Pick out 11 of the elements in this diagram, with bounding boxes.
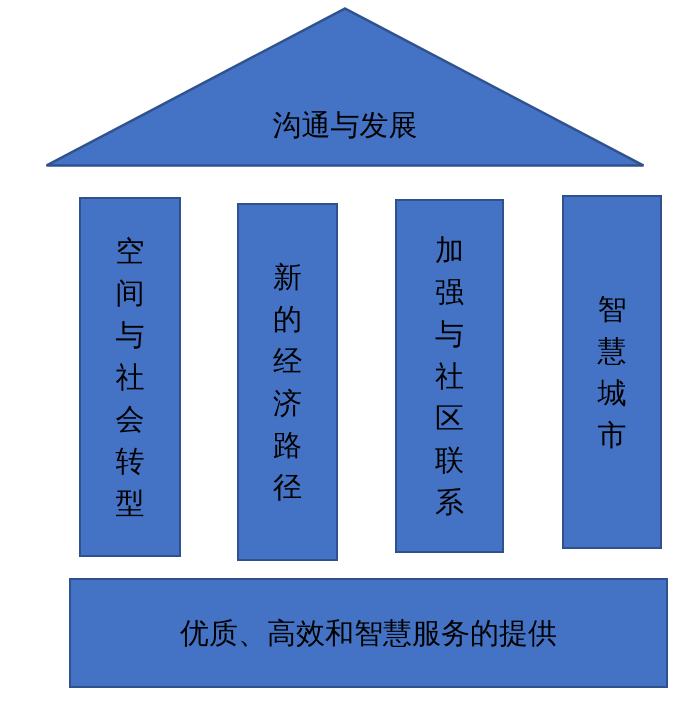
pillar-box xyxy=(79,197,181,557)
roof-label: 沟通与发展 xyxy=(272,107,418,144)
pillar-box xyxy=(395,199,504,553)
pillar-label: 加强与社区联系 xyxy=(435,232,464,521)
pillar-label: 智慧城市 xyxy=(598,291,626,454)
base-box xyxy=(69,578,668,688)
pillar-label: 空间与社会转型 xyxy=(116,233,144,522)
base-label: 优质、高效和智慧服务的提供 xyxy=(180,615,557,652)
pillar-box xyxy=(562,195,662,549)
pillar-label: 新的经济路径 xyxy=(273,259,302,506)
pillar-box xyxy=(237,203,338,561)
